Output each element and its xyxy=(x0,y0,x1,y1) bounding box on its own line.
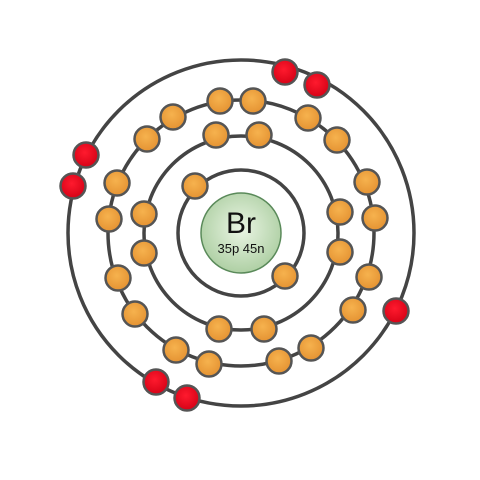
shell-1-electron xyxy=(271,262,299,290)
nucleus-label: 35p 45n xyxy=(218,241,265,256)
shell-3-electron xyxy=(159,103,187,131)
shell-3-electron xyxy=(353,168,381,196)
shell-3-electron xyxy=(339,296,367,324)
electrons xyxy=(59,58,410,412)
valence-electron xyxy=(382,297,410,325)
shell-3-electron xyxy=(95,205,123,233)
valence-electron xyxy=(72,141,100,169)
shell-2-electron xyxy=(202,121,230,149)
shell-1-electron xyxy=(181,172,209,200)
shell-3-electron xyxy=(294,104,322,132)
shell-3-electron xyxy=(121,300,149,328)
shell-3-electron xyxy=(355,263,383,291)
shell-2-electron xyxy=(205,315,233,343)
shell-3-electron xyxy=(162,336,190,364)
shell-3-electron xyxy=(195,350,223,378)
shell-3-electron xyxy=(323,126,351,154)
valence-electron xyxy=(59,172,87,200)
shell-2-electron xyxy=(130,239,158,267)
shell-2-electron xyxy=(245,121,273,149)
nucleus xyxy=(200,192,282,274)
shell-3-electron xyxy=(104,264,132,292)
shell-3-electron xyxy=(361,204,389,232)
shell-3-electron xyxy=(265,347,293,375)
shell-3-electron xyxy=(239,87,267,115)
shell-2-orbit xyxy=(142,134,340,332)
shell-2-electron xyxy=(326,198,354,226)
shell-4-orbit xyxy=(66,58,416,408)
shell-1-orbit xyxy=(176,168,306,298)
valence-electron xyxy=(173,384,201,412)
valence-electron xyxy=(271,58,299,86)
shell-2-electron xyxy=(130,200,158,228)
valence-electron xyxy=(303,71,331,99)
shell-2-electron xyxy=(326,238,354,266)
shell-orbits xyxy=(66,58,416,408)
element-symbol: Br xyxy=(226,207,256,240)
shell-3-electron xyxy=(297,334,325,362)
shell-3-electron xyxy=(206,87,234,115)
shell-3-electron xyxy=(133,125,161,153)
valence-electron xyxy=(142,368,170,396)
shell-3-electron xyxy=(103,169,131,197)
shell-2-electron xyxy=(250,315,278,343)
